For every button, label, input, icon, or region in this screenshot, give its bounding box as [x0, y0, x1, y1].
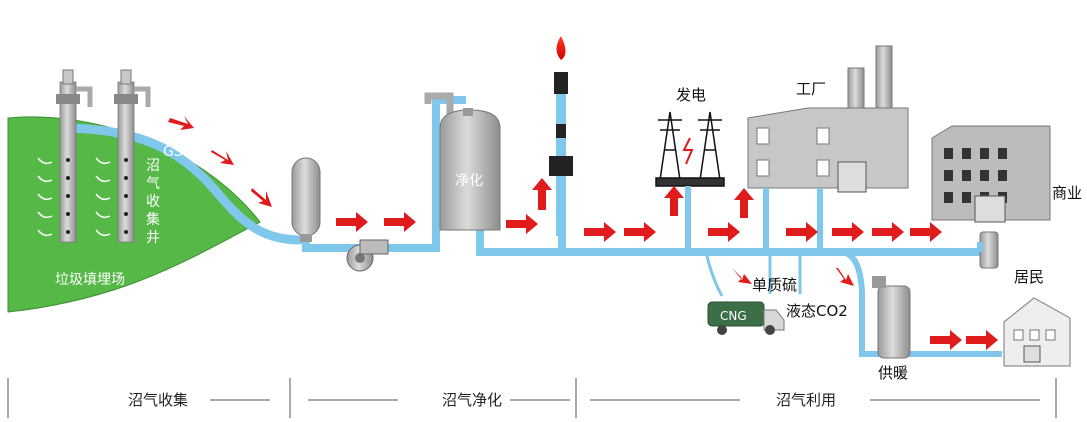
svg-text:井: 井 — [146, 230, 160, 246]
sulfur-label: 单质硫 — [752, 276, 797, 294]
liquid-co2-label: 液态CO2 — [786, 302, 848, 320]
commercial-building — [931, 125, 1051, 269]
factory-building — [747, 45, 909, 193]
section-purification: 沼气净化 — [442, 391, 502, 409]
svg-text:收: 收 — [146, 194, 160, 210]
residential-label: 居民 — [1014, 268, 1044, 286]
flare-stack — [549, 36, 573, 236]
commercial-label: 商业 — [1052, 184, 1082, 202]
section-bar — [7, 378, 1057, 418]
flow-arrows — [168, 116, 998, 350]
power-transmission-towers — [655, 111, 725, 187]
heating-pipe — [839, 249, 1002, 357]
landfill-label: 垃圾填埋场 — [55, 272, 125, 288]
svg-text:沼: 沼 — [146, 158, 160, 174]
heating-label: 供暖 — [878, 364, 908, 382]
byproduct-pipe — [704, 251, 802, 297]
gas-flow-arrows — [37, 157, 111, 237]
purification-label: 净化 — [455, 173, 483, 189]
gs-label: GS — [163, 144, 183, 160]
blower — [346, 239, 389, 272]
cng-truck — [707, 301, 785, 335]
svg-text:集: 集 — [146, 211, 160, 228]
heating-boiler — [872, 276, 911, 359]
collection-well-right — [114, 69, 151, 243]
truck-label: CNG — [720, 309, 747, 323]
separator-tank — [291, 157, 321, 242]
residential-house — [1003, 297, 1071, 367]
collection-well-label: 沼 气 收 集 井 — [146, 158, 160, 246]
svg-text:气: 气 — [146, 176, 160, 192]
collection-well-left — [56, 69, 93, 243]
purification-tower — [424, 92, 501, 231]
power-label: 发电 — [676, 86, 706, 104]
factory-label: 工厂 — [796, 80, 826, 98]
section-collection: 沼气收集 — [128, 391, 188, 409]
section-utilization: 沼气利用 — [776, 391, 836, 409]
gas-collection-pipe — [59, 123, 301, 245]
